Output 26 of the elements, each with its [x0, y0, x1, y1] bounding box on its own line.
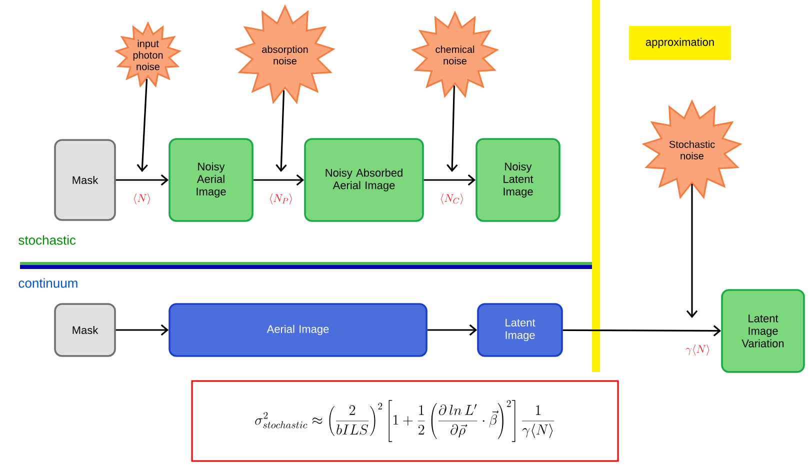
arrow	[562, 325, 722, 336]
edge-label: $\langle N_P\rangle$	[268, 192, 294, 206]
arrow	[424, 174, 476, 186]
arrow	[116, 174, 169, 186]
arrow	[116, 324, 169, 336]
section-label: continuum	[18, 278, 78, 288]
arrow	[276, 90, 287, 172]
mask-box: Mask	[54, 139, 116, 221]
edge-label: $\langle N_C\rangle$	[438, 192, 466, 206]
mask-box: Mask	[54, 303, 116, 357]
edge-label: $\langle N\rangle$	[132, 192, 152, 206]
arrow	[136, 79, 148, 172]
heading-box: approximation	[629, 26, 731, 60]
process-box: Latent Image	[477, 303, 563, 357]
process-box: Aerial Image	[168, 303, 428, 357]
arrow	[446, 86, 458, 172]
process-box: Noisy Absorbed Aerial Image	[304, 138, 424, 222]
arrow	[686, 184, 698, 318]
process-box: Noisy Latent Image	[476, 138, 560, 222]
arrow	[253, 174, 304, 186]
process-box: Noisy Aerial Image	[168, 138, 254, 222]
edge-label: $\gamma\langle N\rangle$	[684, 344, 712, 356]
section-label: stochastic	[18, 235, 76, 245]
arrow	[427, 324, 478, 336]
process-box: Latent Image Variation	[721, 289, 805, 373]
formula-box: $\sigma^2_{stochastic} \approx \left(\frac{2}{bILS}\right)^2 \left[1+\frac{1}{2}\left(\frac{\partial\, ln\, L'}{\partial\vec{\rho}}\cdot\vec{\beta}\right)^2\right]\frac{1}{\gamma\langle N\rangle}$	[191, 380, 619, 462]
